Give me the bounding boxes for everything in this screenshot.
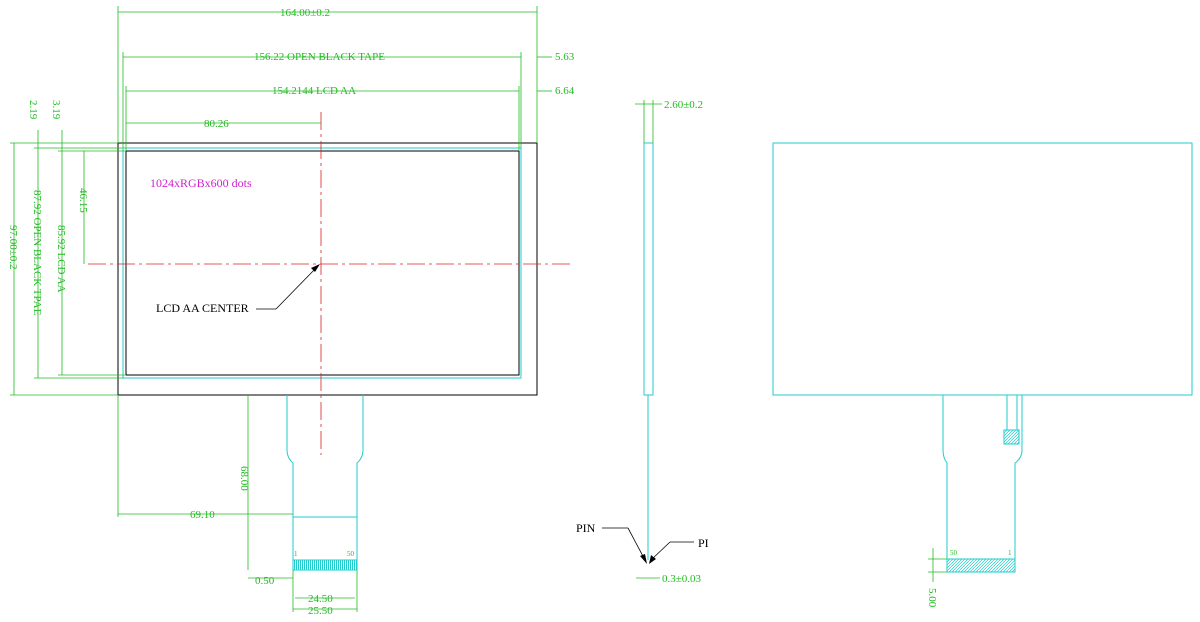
back-fpc-tail: [942, 395, 1023, 560]
front-view: 1024xRGBx600 dots LCD AA CENTER 164.00±0…: [7, 6, 575, 617]
pin-last-label: 50: [347, 550, 355, 558]
resolution-label: 1024xRGBx600 dots: [150, 176, 252, 190]
side-view: 2.60±0.2 0.3±0.03 PIN PI: [576, 99, 709, 585]
dim-right-aa-margin-text: 6.64: [555, 85, 575, 97]
dim-fpc-length-text: 68.00: [238, 466, 250, 491]
dim-left-extension-lines: [10, 130, 126, 396]
dim-fpc-offset-text: 69.10: [190, 509, 215, 521]
dim-pin-span-text: 24.50: [308, 593, 333, 605]
pin-right-arrowhead: [649, 555, 656, 564]
back-fpc-connector: [946, 558, 1016, 573]
dim-aa-center-x-text: 80.26: [204, 118, 229, 130]
back-panel-outline: [772, 142, 1193, 396]
side-panel-outline: [643, 142, 654, 396]
fpc-connector-pins: [292, 559, 358, 571]
dim-back-tail-text: 5.00: [926, 588, 938, 608]
dim-overall-width-text: 164.00±0.2: [280, 7, 330, 19]
dim-aa-width: [125, 86, 552, 151]
dim-open-tape-height-text: 87.92 OPEN BLACK TPAE: [31, 190, 43, 316]
pin-first-label: 1: [294, 550, 298, 558]
dim-thickness: [635, 100, 662, 579]
aa-center-leader-diag: [275, 266, 318, 310]
dim-overall-height-text: 97.00±0.2: [7, 225, 19, 270]
fpc-tail: [286, 395, 364, 518]
panel-outline: [117, 142, 538, 396]
pin-left-arrowhead: [640, 554, 647, 564]
dim-overall-width: [117, 6, 538, 143]
dim-pin-pitch-text: 0.50: [255, 575, 275, 587]
dim-aa-width-text: 154.2144 LCD AA: [272, 85, 356, 97]
dim-back-tail: [928, 548, 947, 582]
dim-thickness-text: 2.60±0.2: [664, 99, 703, 111]
open-tape-outline: [122, 147, 522, 379]
aa-center-arrowhead: [311, 264, 320, 272]
active-area-outline: [125, 150, 520, 376]
dim-top-tape-margin-text: 3.19: [50, 100, 62, 120]
dim-aa-center-y-text: 46.15: [77, 188, 89, 213]
dim-right-tape-margin-text: 5.63: [555, 51, 575, 63]
dim-top-aa-margin-text: 2.19: [27, 100, 39, 120]
dim-aa-height-text: 85.92 LCD AA: [55, 225, 67, 293]
dim-fpc: [117, 395, 358, 612]
back-view: 50 1 5.00: [772, 142, 1193, 608]
back-pin-last-label: 50: [950, 549, 958, 557]
dim-open-tape-width: [122, 52, 552, 148]
aa-center-label: LCD AA CENTER: [156, 301, 249, 315]
back-fpc-component: [1003, 429, 1020, 445]
pin-right-label: PI: [698, 536, 709, 550]
pin-left-leader-diag: [627, 527, 646, 561]
dim-fpc-thickness-text: 0.3±0.03: [662, 573, 702, 585]
back-pin-first-label: 1: [1008, 549, 1012, 557]
pin-left-label: PIN: [576, 521, 596, 535]
dim-open-tape-width-text: 156.22 OPEN BLACK TAPE: [254, 51, 385, 63]
dim-connector-width-text: 25.50: [308, 605, 333, 617]
pin-right-leader-diag: [650, 541, 671, 561]
